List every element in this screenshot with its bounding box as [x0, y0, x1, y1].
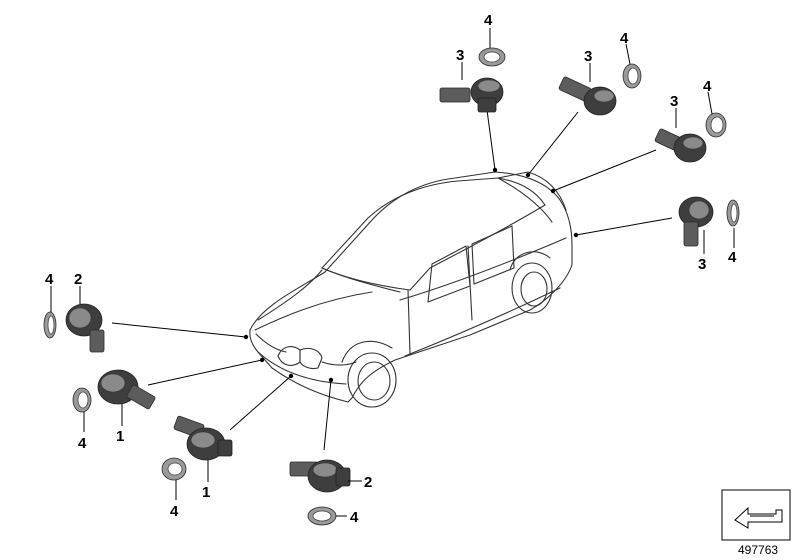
- mount-point-rear-right: [550, 188, 556, 194]
- sensor-front-b: [173, 415, 233, 461]
- leader-rear-side: [575, 217, 673, 236]
- callout-leader-rear-right-ring: [707, 91, 713, 115]
- leader-front-c: [323, 379, 332, 451]
- leader-front-b: [229, 375, 292, 431]
- callout-rear-top-ring: 4: [484, 12, 493, 29]
- callout-rear-side-sensor: 3: [698, 256, 706, 273]
- callout-front-b-ring: 4: [170, 503, 179, 520]
- ring-front-c: [307, 506, 337, 526]
- callout-rear-side-ring: 4: [728, 249, 737, 266]
- callout-front-a-ring: 4: [78, 435, 87, 452]
- leader-rear-right: [552, 149, 657, 192]
- callout-rear-mid-ring: 4: [620, 30, 629, 47]
- ring-front-b: [161, 457, 187, 481]
- catalog-number: 497763: [738, 543, 778, 557]
- callout-front-c-ring: 4: [350, 509, 359, 526]
- callout-rear-right-ring: 4: [703, 78, 712, 95]
- callout-rear-right-sensor: 3: [670, 93, 678, 110]
- mount-point-front-b: [288, 373, 294, 379]
- ring-rear-right: [705, 112, 727, 138]
- ring-rear-side: [726, 199, 740, 227]
- ring-front-left: [43, 311, 57, 339]
- catalog-stamp: 497763: [721, 489, 791, 557]
- mount-point-front-a: [259, 357, 265, 363]
- sensor-rear-top: [439, 77, 504, 113]
- ring-rear-mid: [622, 63, 642, 89]
- callout-front-c-sensor: 2: [364, 474, 372, 491]
- callout-front-left-ring: 4: [45, 271, 54, 288]
- callout-front-b-sensor: 1: [202, 484, 210, 501]
- callout-rear-top-sensor: 3: [456, 47, 464, 64]
- sensor-rear-mid: [558, 76, 617, 116]
- leader-lines: [111, 109, 673, 451]
- mount-point-rear-side: [573, 232, 579, 238]
- leader-front-left: [111, 322, 247, 338]
- leader-rear-top: [486, 109, 496, 171]
- mount-point-front-left: [243, 334, 249, 340]
- callout-front-a-sensor: 1: [116, 428, 124, 445]
- return-arrow-icon: [734, 506, 783, 529]
- mount-point-front-c: [328, 377, 334, 383]
- leader-rear-mid: [527, 111, 579, 176]
- sensor-front-a: [97, 369, 156, 410]
- ring-front-a: [72, 387, 92, 413]
- sensor-front-left: [65, 303, 105, 353]
- sensor-rear-right: [654, 128, 707, 163]
- sensor-front-c: [289, 459, 351, 493]
- callout-leader-rear-mid-ring: [625, 43, 631, 65]
- car-outline: [249, 171, 573, 408]
- sensor-rear-side: [678, 196, 714, 247]
- callout-front-left-sensor: 2: [74, 271, 82, 288]
- callout-rear-mid-sensor: 3: [584, 48, 592, 65]
- leader-front-a: [147, 359, 263, 386]
- ring-rear-top: [478, 47, 506, 67]
- mount-point-rear-mid: [525, 172, 531, 178]
- callout-leaders: [50, 28, 735, 517]
- mount-point-rear-top: [492, 167, 498, 173]
